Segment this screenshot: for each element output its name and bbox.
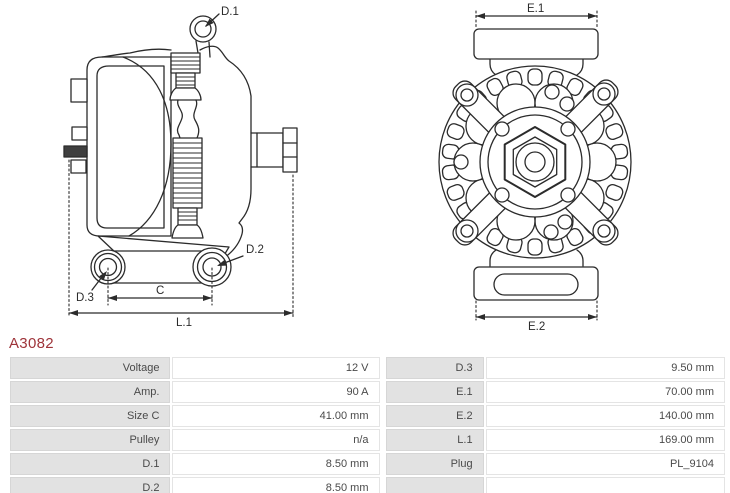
top-mount-bracket bbox=[473, 28, 599, 60]
terminal-lug bbox=[70, 78, 88, 103]
table-row: Amp. 90 A bbox=[10, 381, 380, 403]
spec-value: n/a bbox=[172, 429, 380, 451]
spec-value: 140.00 mm bbox=[485, 405, 725, 427]
dim-label-d2: D.2 bbox=[246, 244, 264, 256]
pulley-hub bbox=[479, 106, 591, 218]
spec-label: Size C bbox=[10, 405, 171, 427]
table-row: D.1 8.50 mm bbox=[10, 453, 380, 475]
spec-table-left: Voltage 12 V Amp. 90 A Size C 41.00 mm P… bbox=[8, 355, 382, 493]
front-view: E.1 bbox=[438, 3, 632, 333]
rear-housing bbox=[86, 56, 172, 237]
table-row: Plug PL_9104 bbox=[385, 453, 725, 475]
b-plus-terminal bbox=[250, 132, 284, 168]
leader-arrow-d3 bbox=[99, 271, 107, 280]
technical-drawing: D.1 D.2 D.3 C L.1 E.1 bbox=[63, 3, 632, 333]
dim-label-l1: L.1 bbox=[176, 317, 192, 329]
spec-label: Voltage bbox=[10, 357, 171, 379]
table-row: L.1 169.00 mm bbox=[385, 429, 725, 451]
terminal-dark bbox=[63, 145, 88, 158]
spec-value: 12 V bbox=[172, 357, 380, 379]
dim-label-e2: E.2 bbox=[528, 321, 545, 333]
dim-label-d3: D.3 bbox=[76, 292, 94, 304]
front-view-dim-e2: E.2 bbox=[475, 300, 598, 333]
table-row: D.3 9.50 mm bbox=[385, 357, 725, 379]
table-row: Size C 41.00 mm bbox=[10, 405, 380, 427]
spec-value: 90 A bbox=[172, 381, 380, 403]
spec-label: Plug bbox=[385, 453, 484, 475]
spec-label: E.1 bbox=[385, 381, 484, 403]
spec-label: Amp. bbox=[10, 381, 171, 403]
leader-arrow-d1 bbox=[205, 18, 214, 27]
spec-value: 41.00 mm bbox=[172, 405, 380, 427]
spec-value: 9.50 mm bbox=[485, 357, 725, 379]
dim-label-e1: E.1 bbox=[527, 3, 544, 15]
shaft-nut bbox=[512, 136, 558, 188]
spec-table-right: D.3 9.50 mm E.1 70.00 mm E.2 140.00 mm L… bbox=[384, 355, 727, 493]
spec-label: D.2 bbox=[10, 477, 171, 493]
table-row: Pulley n/a bbox=[10, 429, 380, 451]
spec-label: E.2 bbox=[385, 405, 484, 427]
spec-label: Pulley bbox=[10, 429, 171, 451]
vent-hole bbox=[544, 84, 560, 100]
spec-label: D.3 bbox=[385, 357, 484, 379]
dim-label-c: C bbox=[156, 285, 164, 297]
side-view: D.1 D.2 D.3 C L.1 bbox=[63, 6, 298, 329]
side-view-dimensions: D.1 D.2 D.3 C L.1 bbox=[68, 6, 294, 329]
table-row bbox=[385, 477, 725, 493]
spec-label: L.1 bbox=[385, 429, 484, 451]
dim-label-d1: D.1 bbox=[221, 6, 239, 18]
spec-label bbox=[385, 477, 484, 493]
spec-value: 8.50 mm bbox=[172, 453, 380, 475]
table-row: Voltage 12 V bbox=[10, 357, 380, 379]
spec-label: D.1 bbox=[10, 453, 171, 475]
spec-tables: Voltage 12 V Amp. 90 A Size C 41.00 mm P… bbox=[8, 355, 727, 493]
front-view-dim-e1: E.1 bbox=[475, 3, 598, 30]
spec-value: 169.00 mm bbox=[485, 429, 725, 451]
table-row: E.2 140.00 mm bbox=[385, 405, 725, 427]
spec-value: PL_9104 bbox=[485, 453, 725, 475]
leader-arrow-d2 bbox=[217, 259, 227, 266]
rotor-shaft bbox=[169, 52, 204, 239]
spec-value: 70.00 mm bbox=[485, 381, 725, 403]
table-row: E.1 70.00 mm bbox=[385, 381, 725, 403]
part-number: A3082 bbox=[9, 335, 54, 352]
table-row: D.2 8.50 mm bbox=[10, 477, 380, 493]
spec-value: 8.50 mm bbox=[172, 477, 380, 493]
shaft-center bbox=[524, 151, 546, 173]
spec-value bbox=[485, 477, 725, 493]
